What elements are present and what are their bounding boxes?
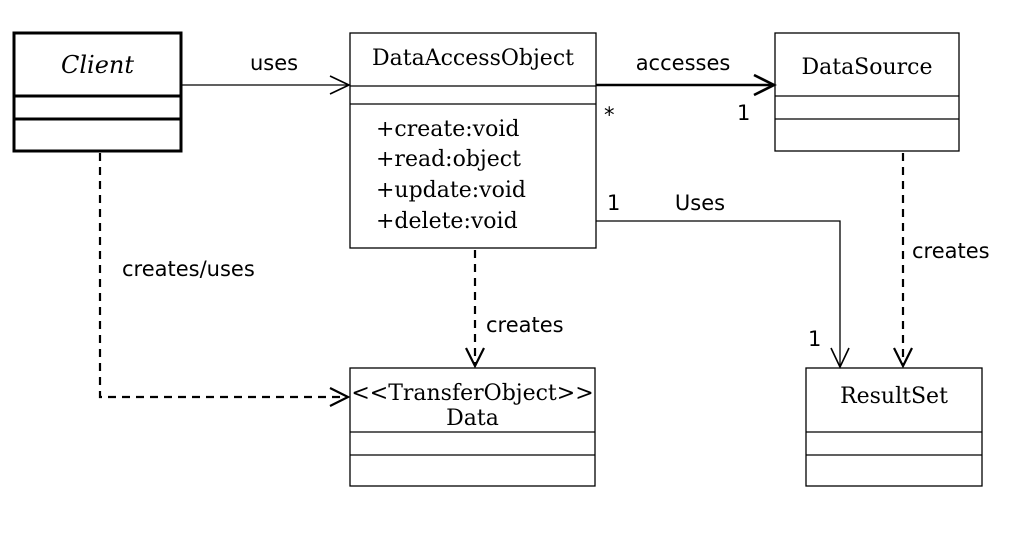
uses-arrowhead — [329, 75, 351, 95]
dao-creates-label: creates — [486, 313, 564, 337]
uses-resultset-multiplicity-source: 1 — [607, 191, 620, 215]
transfer-name: Data — [446, 406, 499, 431]
accesses-arrowhead — [753, 73, 777, 97]
class-transfer-object[interactable]: <<TransferObject>> Data — [349, 367, 596, 487]
dao-box — [349, 32, 597, 249]
relation-datasource-creates-resultset: creates — [893, 153, 990, 369]
relation-client-uses-dao: uses — [181, 51, 351, 95]
transfer-stereotype: <<TransferObject>> — [351, 381, 593, 406]
class-client[interactable]: Client — [12, 31, 183, 153]
uses-resultset-arrowhead — [830, 347, 850, 369]
dao-creates-arrowhead — [465, 347, 485, 369]
client-creates-uses-label: creates/uses — [122, 257, 255, 281]
accesses-label: accesses — [636, 51, 731, 75]
uses-resultset-label: Uses — [675, 191, 725, 215]
transfer-box — [349, 367, 596, 487]
relation-dao-creates-transfer: creates — [465, 250, 564, 369]
uses-resultset-line — [596, 220, 841, 366]
datasource-creates-label: creates — [912, 239, 990, 263]
dao-method-delete: +delete:void — [376, 209, 518, 234]
uses-label: uses — [250, 51, 298, 75]
class-data-source[interactable]: DataSource — [774, 32, 960, 152]
dao-method-create: +create:void — [376, 117, 519, 142]
dao-method-read: +read:object — [376, 147, 521, 172]
accesses-multiplicity-source: * — [604, 103, 615, 127]
class-data-access-object[interactable]: DataAccessObject +create:void +read:obje… — [349, 32, 597, 249]
relation-client-creates-uses-transfer: creates/uses — [98, 153, 351, 407]
dao-method-update: +update:void — [376, 178, 526, 203]
accesses-multiplicity-target: 1 — [737, 101, 750, 125]
dao-name: DataAccessObject — [372, 46, 574, 71]
relation-dao-uses-resultset: Uses 1 1 — [596, 191, 850, 369]
datasource-name: DataSource — [801, 55, 932, 80]
client-box — [12, 31, 183, 153]
client-creates-uses-line — [98, 153, 346, 399]
client-name: Client — [61, 51, 134, 79]
uses-resultset-multiplicity-target: 1 — [808, 327, 821, 351]
relation-dao-accesses-datasource: accesses * 1 — [596, 51, 777, 127]
resultset-name: ResultSet — [840, 384, 948, 409]
class-result-set[interactable]: ResultSet — [805, 367, 983, 487]
client-creates-uses-arrowhead — [329, 387, 351, 407]
datasource-creates-arrowhead — [893, 347, 913, 369]
resultset-box — [805, 367, 983, 487]
datasource-box — [774, 32, 960, 152]
